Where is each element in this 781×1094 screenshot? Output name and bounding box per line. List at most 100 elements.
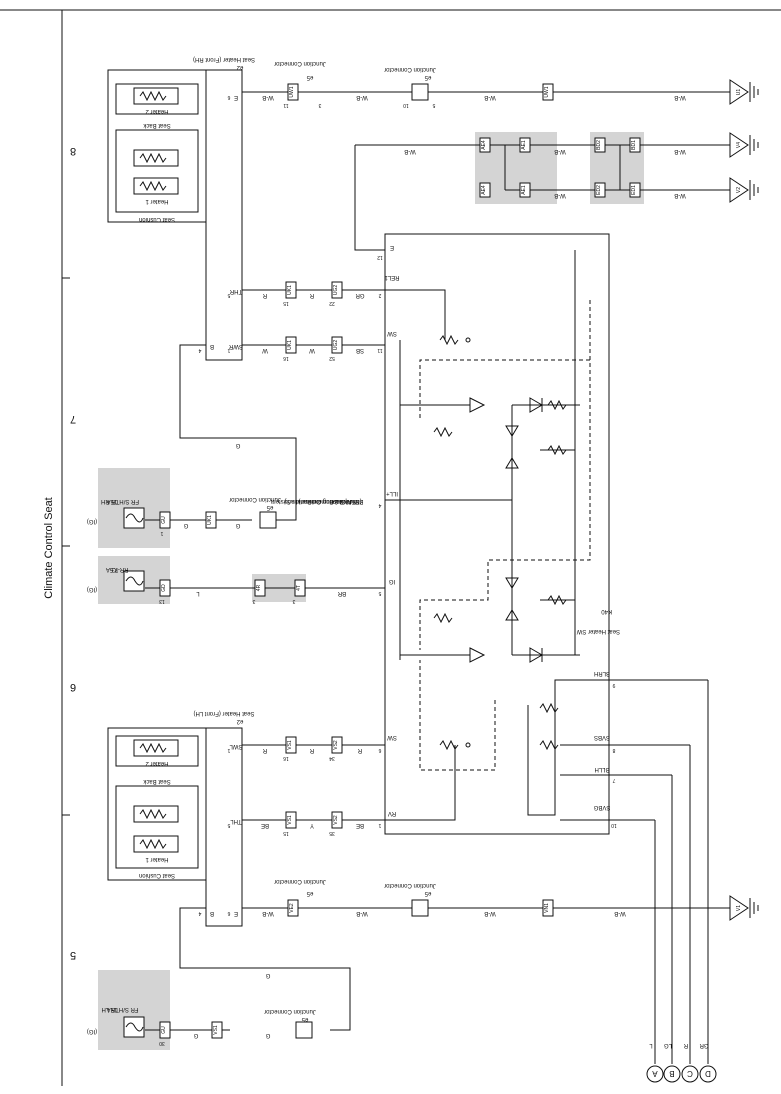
seat-cushion-rh: Seat Cushion — [139, 216, 175, 222]
seat-heater-sw-code: K40 — [601, 608, 612, 614]
connector-id: UW1 — [289, 86, 295, 97]
connector-id: GD — [161, 584, 167, 592]
wire-color: R — [262, 292, 267, 298]
fuse-name: RR-IG — [111, 566, 128, 572]
terminal-letter: D — [705, 1069, 711, 1078]
connector-id: ED1 — [631, 185, 637, 195]
connector-code: e5 — [266, 504, 273, 510]
pin-number: 10 — [611, 822, 617, 828]
terminal-label: THL — [230, 818, 242, 824]
sw-terminal-label: REL1 — [384, 274, 400, 280]
wire-color: W-B — [404, 148, 416, 154]
connector-id: VN1 — [544, 903, 550, 913]
wire-color: W-B — [674, 192, 686, 198]
fuse-rating: 15A — [107, 498, 118, 504]
wire-color: BE — [356, 822, 364, 828]
wire-color: G — [265, 1032, 270, 1038]
wire-color: GR — [699, 1042, 709, 1048]
connector-id: VE2 — [289, 903, 295, 913]
seat-heater-rh-label: Seat Heater (Front RH) — [193, 56, 255, 62]
junction-connector-label: Junction Connector — [274, 878, 326, 884]
wire-color: R — [262, 747, 267, 753]
pin-number: 4 — [198, 910, 201, 916]
fuse-ig: (IG) — [87, 1028, 97, 1034]
pin-number: 1 — [227, 747, 230, 753]
junction-connector-label: Junction Connector — [274, 60, 326, 66]
heater-2-lh — [115, 735, 199, 767]
wire-color: W-B — [674, 148, 686, 154]
wire-color: W-B — [262, 910, 274, 916]
connector-id: UW1 — [544, 86, 550, 97]
pin-number: 30 — [159, 1040, 165, 1046]
pin-number: 7 — [612, 777, 615, 783]
wire-color: SB — [356, 347, 364, 353]
pin-number: 1 — [227, 347, 230, 353]
ground-symbols — [729, 79, 759, 921]
grid-number: 8 — [70, 145, 76, 157]
wire-color: GR — [355, 292, 365, 298]
pin-number: 6 — [378, 747, 381, 753]
wire-color: G — [235, 442, 240, 448]
connector-id: AE1 — [521, 140, 527, 150]
sw-terminal-label: SW — [387, 330, 397, 336]
terminal-label: E — [234, 94, 238, 100]
pin-number: 4 — [378, 502, 381, 508]
sw-terminal-label: ILL+ — [386, 490, 398, 496]
connector-code: e5 — [424, 74, 431, 80]
wire-color: Y — [310, 822, 314, 828]
connector-id: 4R — [256, 584, 262, 591]
pin-number: 15 — [283, 300, 289, 306]
connector-id: VS2 — [333, 815, 339, 825]
heater-2-label: Heater 2 — [145, 108, 169, 114]
wire-color: BR — [337, 590, 346, 596]
ground-label: U1 — [736, 89, 742, 96]
connector-id: VS1 — [287, 815, 293, 825]
pin-number: 2 — [378, 292, 381, 298]
pin-number: 5 — [227, 292, 230, 298]
pin-number: 11 — [377, 347, 382, 353]
ground-label: V1 — [736, 905, 742, 911]
seat-heater-sw-box — [384, 233, 610, 835]
pin-number: 3 — [318, 102, 321, 108]
seat-heater-rh-module — [205, 69, 243, 361]
connector-code: e5 — [301, 1016, 308, 1022]
pin-number: 35 — [329, 830, 335, 836]
connector-id: 4T — [296, 585, 302, 591]
connector-id: GU — [161, 516, 167, 524]
terminal-letter: A — [652, 1069, 658, 1078]
fuse-ig: (IG) — [87, 586, 97, 592]
wire-color: G — [183, 522, 188, 528]
fuse-name: FR S/HTR RH — [101, 498, 139, 504]
pin-number: 1 — [378, 822, 381, 828]
fuse-rating: 7.5A — [106, 566, 118, 572]
wire-color: W — [309, 347, 315, 353]
wire-color: W — [262, 347, 268, 353]
junction-connector-label: Junction Connector — [229, 496, 281, 502]
fuse-ig: (IG) — [87, 518, 97, 524]
pin-number: 15 — [283, 830, 289, 836]
fuse-symbol — [123, 1016, 145, 1038]
junction-connector-label: Junction Connector — [384, 882, 436, 888]
pin-number: 3 — [292, 598, 295, 604]
wire-color: R — [357, 747, 362, 753]
pin-number: 8 — [612, 747, 615, 753]
connector-id: VS2 — [333, 740, 339, 750]
page-title: Climate Control Seat — [43, 497, 55, 599]
sw-terminal-label: BLRH — [594, 670, 610, 676]
pin-number: 13 — [159, 598, 165, 604]
pin-number: 6 — [227, 94, 230, 100]
terminal-letter: C — [687, 1069, 693, 1078]
mpx-line2: (BEAN-Instrument Panel and — [284, 498, 361, 504]
heater-2-rh — [115, 83, 199, 115]
connector-id: AE4 — [481, 140, 487, 150]
pin-number: 10 — [403, 102, 409, 108]
sw-terminal-label: BLLH — [594, 766, 609, 772]
pin-number: 4 — [198, 347, 201, 353]
connector-code: e5 — [306, 74, 313, 80]
connector-code: e5 — [424, 890, 431, 896]
grid-number: 5 — [70, 949, 76, 961]
terminal-d — [699, 1065, 717, 1083]
wire-color: W-B — [554, 148, 566, 154]
terminal-b — [663, 1065, 681, 1083]
